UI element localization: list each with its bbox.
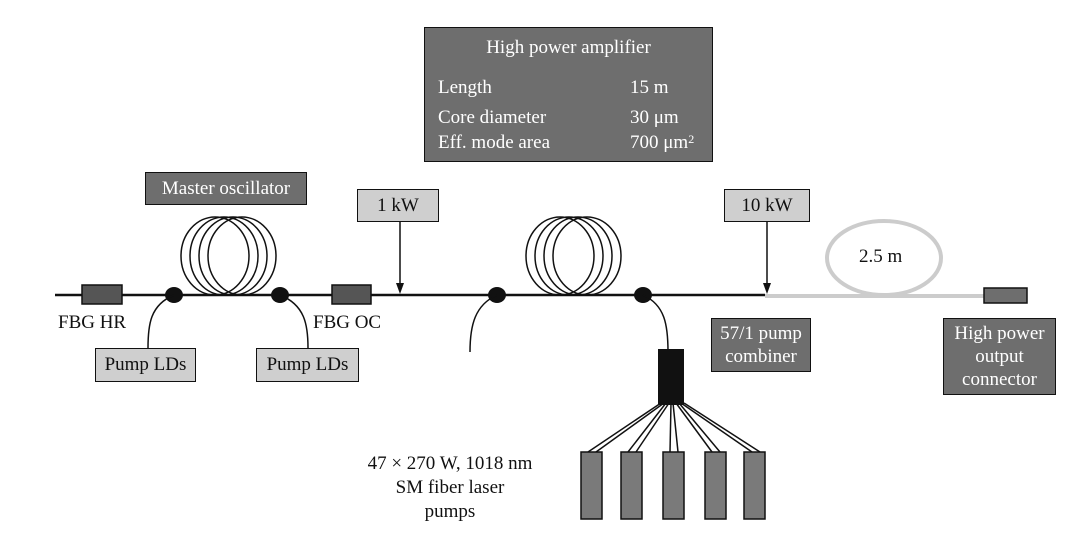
power-1kw-label: 1 kW [377, 194, 419, 216]
fbg-hr-grating [81, 284, 123, 305]
power-10kw-box: 10 kW [724, 189, 810, 222]
amplifier-title: High power amplifier [486, 37, 651, 58]
sm-fiber-laser-pumps [580, 451, 766, 520]
pumps-caption-line-1: 47 × 270 W, 1018 nm [367, 453, 533, 474]
loop-length-label: 2.5 m [859, 246, 903, 267]
pumps-caption-line-3: pumps [424, 501, 476, 522]
pumps-caption-line-2: SM fiber laser [395, 477, 505, 498]
pump-combiner-box: 57/1 pump combiner [711, 318, 811, 372]
fbg-oc-grating [331, 284, 372, 305]
pump-feed-3 [469, 294, 498, 353]
output-connector-box: High power output connector [943, 318, 1056, 395]
delivery-fiber-loop [825, 219, 943, 297]
power-1kw-box: 1 kW [357, 189, 439, 222]
output-connector-body [983, 287, 1028, 304]
pump-lds-box-2: Pump LDs [256, 348, 359, 382]
pump-feed-4 [642, 294, 669, 353]
pumps-caption: 47 × 270 W, 1018 nm SM fiber laser pumps [330, 452, 570, 524]
pump-lds-box-1: Pump LDs [95, 348, 196, 382]
pump-lds-label-1: Pump LDs [104, 354, 187, 375]
pump-feed-1 [147, 294, 175, 349]
pump-feed-2 [279, 294, 309, 349]
fbg-oc-label: FBG OC [313, 312, 382, 333]
output-connector-label: High power output connector [954, 323, 1045, 390]
master-oscillator-label: Master oscillator [161, 177, 291, 199]
amplifier-fiber-coil [525, 216, 622, 296]
oscillator-fiber-coil [180, 216, 277, 296]
power-10kw-label: 10 kW [741, 194, 793, 216]
amplifier-info-box: High power amplifier Length 15 m Core di… [424, 27, 713, 162]
pump-combiner-label: 57/1 pump combiner [720, 323, 802, 367]
pump-fanout [587, 402, 761, 453]
master-oscillator-box: Master oscillator [145, 172, 307, 205]
pump-lds-label-2: Pump LDs [266, 354, 349, 375]
fbg-hr-label: FBG HR [58, 312, 127, 333]
pump-combiner-block [658, 349, 684, 405]
